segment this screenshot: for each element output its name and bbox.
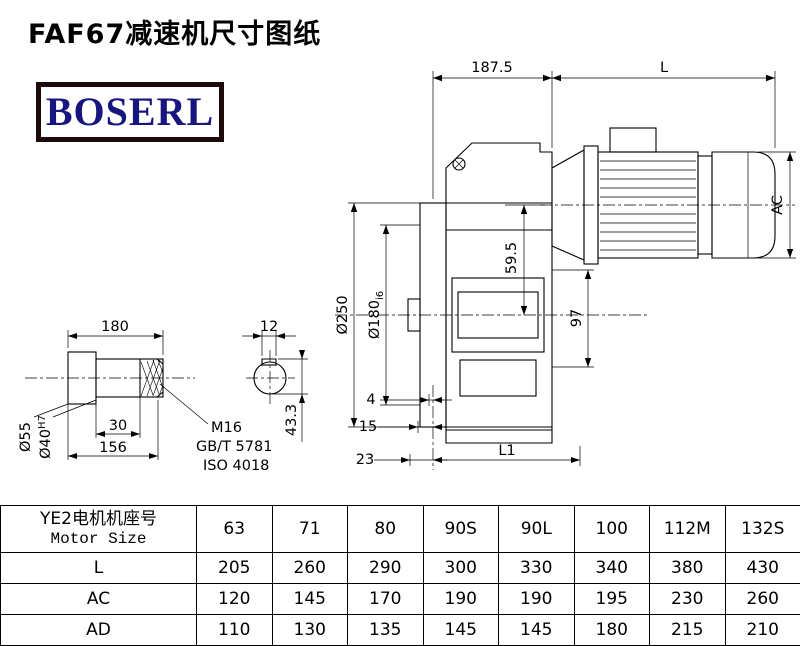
size-col-header-100: 100 [573,505,650,553]
dim-key-height: 43.3 [284,404,300,436]
cell-AC-90l: 190 [498,583,575,615]
size-col-header-112m: 112M [649,505,726,553]
cell-AC-71: 145 [271,583,348,615]
cell-AC-100: 195 [573,583,650,615]
dim-bore-dia-value: Ø40 [38,429,54,459]
size-col-header-71: 71 [271,505,348,553]
shaft-detail-outline [67,351,164,405]
cell-AC-112m: 230 [649,583,726,615]
cell-L-90l: 330 [498,552,575,584]
cell-AC-90s: 190 [422,583,499,615]
gearbox-outline [407,142,553,444]
standard-iso: ISO 4018 [203,458,269,474]
row-label-AC: AC [0,583,197,615]
size-col-header-90s: 90S [422,505,499,553]
size-col-header-80: 80 [347,505,424,553]
size-col-header-132s: 132S [724,505,800,553]
dim-bore-dia: Ø40H7 [37,415,54,459]
dim-key-12: 12 [260,319,278,335]
cell-L-100: 340 [573,552,650,584]
cell-AC-63: 120 [196,583,273,615]
cell-AD-63: 110 [196,614,273,646]
dim-spigot-dia: Ø180i6 [367,291,386,339]
dim-156: 156 [99,440,127,456]
dim-30: 30 [109,418,127,434]
cell-L-112m: 380 [649,552,726,584]
brand-logo-text: BOSERL [45,89,215,134]
dim-spigot-dia-value: Ø180 [367,300,383,339]
dim-shaft-dia-55: Ø55 [18,422,34,452]
shaft-end-view [253,358,287,395]
cell-L-90s: 300 [422,552,499,584]
brand-logo: BOSERL [36,82,224,142]
cell-AD-112m: 215 [649,614,726,646]
cell-AD-90l: 145 [498,614,575,646]
table-row-AC: AC 120 145 170 190 190 195 230 260 [0,583,800,615]
motor-fins [600,160,696,251]
dim-bore-tolerance: H7 [37,415,48,429]
motor-outline [551,127,776,265]
cell-AC-132s: 260 [724,583,800,615]
motor-size-header: YE2电机机座号 Motor Size [0,505,197,553]
dim-4: 4 [366,392,375,408]
cell-L-63: 205 [196,552,273,584]
cell-AC-80: 170 [347,583,424,615]
motor-size-label-en: Motor Size [50,530,147,549]
centerlines [25,204,795,470]
dimension-table: YE2电机机座号 Motor Size 63 71 80 90S 90L 100… [0,505,800,646]
dim-spigot-tolerance: i6 [375,291,386,300]
dim-motor-dia: AC [770,195,786,215]
row-label-AD: AD [0,614,197,646]
size-col-header-63: 63 [196,505,273,553]
cell-L-80: 290 [347,552,424,584]
dim-motor-length: L [660,60,668,76]
technical-drawing: 187.5 L AC Ø250 Ø180i6 59.5 97 4 15 23 L… [18,60,796,474]
motor-size-label-cn: YE2电机机座号 [40,508,157,529]
table-row-AD: AD 110 130 135 145 145 180 215 210 [0,614,800,646]
dim-97: 97 [569,309,585,327]
page-title: FAF67减速机尺寸图纸 [28,19,322,50]
cell-AD-71: 130 [271,614,348,646]
table-row-L: L 205 260 290 300 330 340 380 430 [0,552,800,584]
dim-15: 15 [359,419,377,435]
dim-flange-dia: Ø250 [335,295,351,334]
table-header-row: YE2电机机座号 Motor Size 63 71 80 90S 90L 100… [0,505,800,553]
cell-AD-80: 135 [347,614,424,646]
cell-AD-132s: 210 [724,614,800,646]
dimension-lines [33,71,796,466]
cell-L-132s: 430 [724,552,800,584]
cell-L-71: 260 [271,552,348,584]
thread-callout: M16 [211,420,242,436]
dim-23: 23 [356,452,374,468]
dim-top-width: 187.5 [471,60,513,76]
dim-shaft-180: 180 [101,319,129,335]
row-label-L: L [0,552,197,584]
dim-center-offset: 59.5 [504,242,520,274]
cell-AD-100: 180 [573,614,650,646]
dim-L1: L1 [498,443,515,459]
size-col-header-90l: 90L [498,505,575,553]
thread-hatch [140,359,164,397]
standard-gb: GB/T 5781 [196,439,272,455]
cell-AD-90s: 145 [422,614,499,646]
